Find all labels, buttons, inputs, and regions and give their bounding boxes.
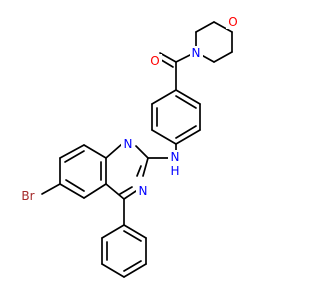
bond (101, 224, 125, 239)
bond (65, 179, 85, 192)
bond (159, 52, 177, 63)
bonds (41, 21, 233, 278)
bromine-atom-label: Br (21, 189, 34, 203)
bond (123, 190, 137, 200)
bond (123, 263, 147, 278)
bond (151, 129, 177, 145)
amine-nitrogen-label: N (171, 150, 180, 164)
amine-hydrogen-label: H (170, 164, 179, 178)
bond (151, 89, 177, 105)
bond (136, 165, 142, 177)
bond (195, 21, 215, 33)
atom-labels: O N O N H N N Br (17, 15, 240, 203)
bond (175, 89, 201, 105)
bond (101, 263, 125, 278)
bond (213, 51, 233, 63)
bond (83, 183, 107, 199)
bond (135, 145, 149, 159)
bond (105, 183, 125, 200)
quinazoline-n3-label: N (139, 184, 148, 198)
bond (123, 260, 142, 272)
bond (123, 230, 142, 242)
bond (119, 186, 133, 195)
oxygen-atom-label: O (228, 15, 237, 29)
morpholine-nitrogen-label: N (192, 46, 201, 60)
bond (175, 95, 197, 109)
bond (59, 144, 85, 159)
molecule-diagram: O N O N H N N Br (17, 15, 240, 278)
bond (142, 157, 149, 177)
bond (64, 150, 85, 163)
bond (213, 21, 233, 33)
bond (123, 224, 147, 239)
quinazoline-n1-label: N (124, 137, 133, 151)
bond (41, 183, 61, 195)
bond (175, 125, 197, 139)
bond (175, 129, 201, 145)
bond (59, 183, 85, 199)
bond (83, 144, 107, 159)
carbonyl-oxygen-label: O (150, 54, 159, 68)
bond (105, 143, 123, 159)
